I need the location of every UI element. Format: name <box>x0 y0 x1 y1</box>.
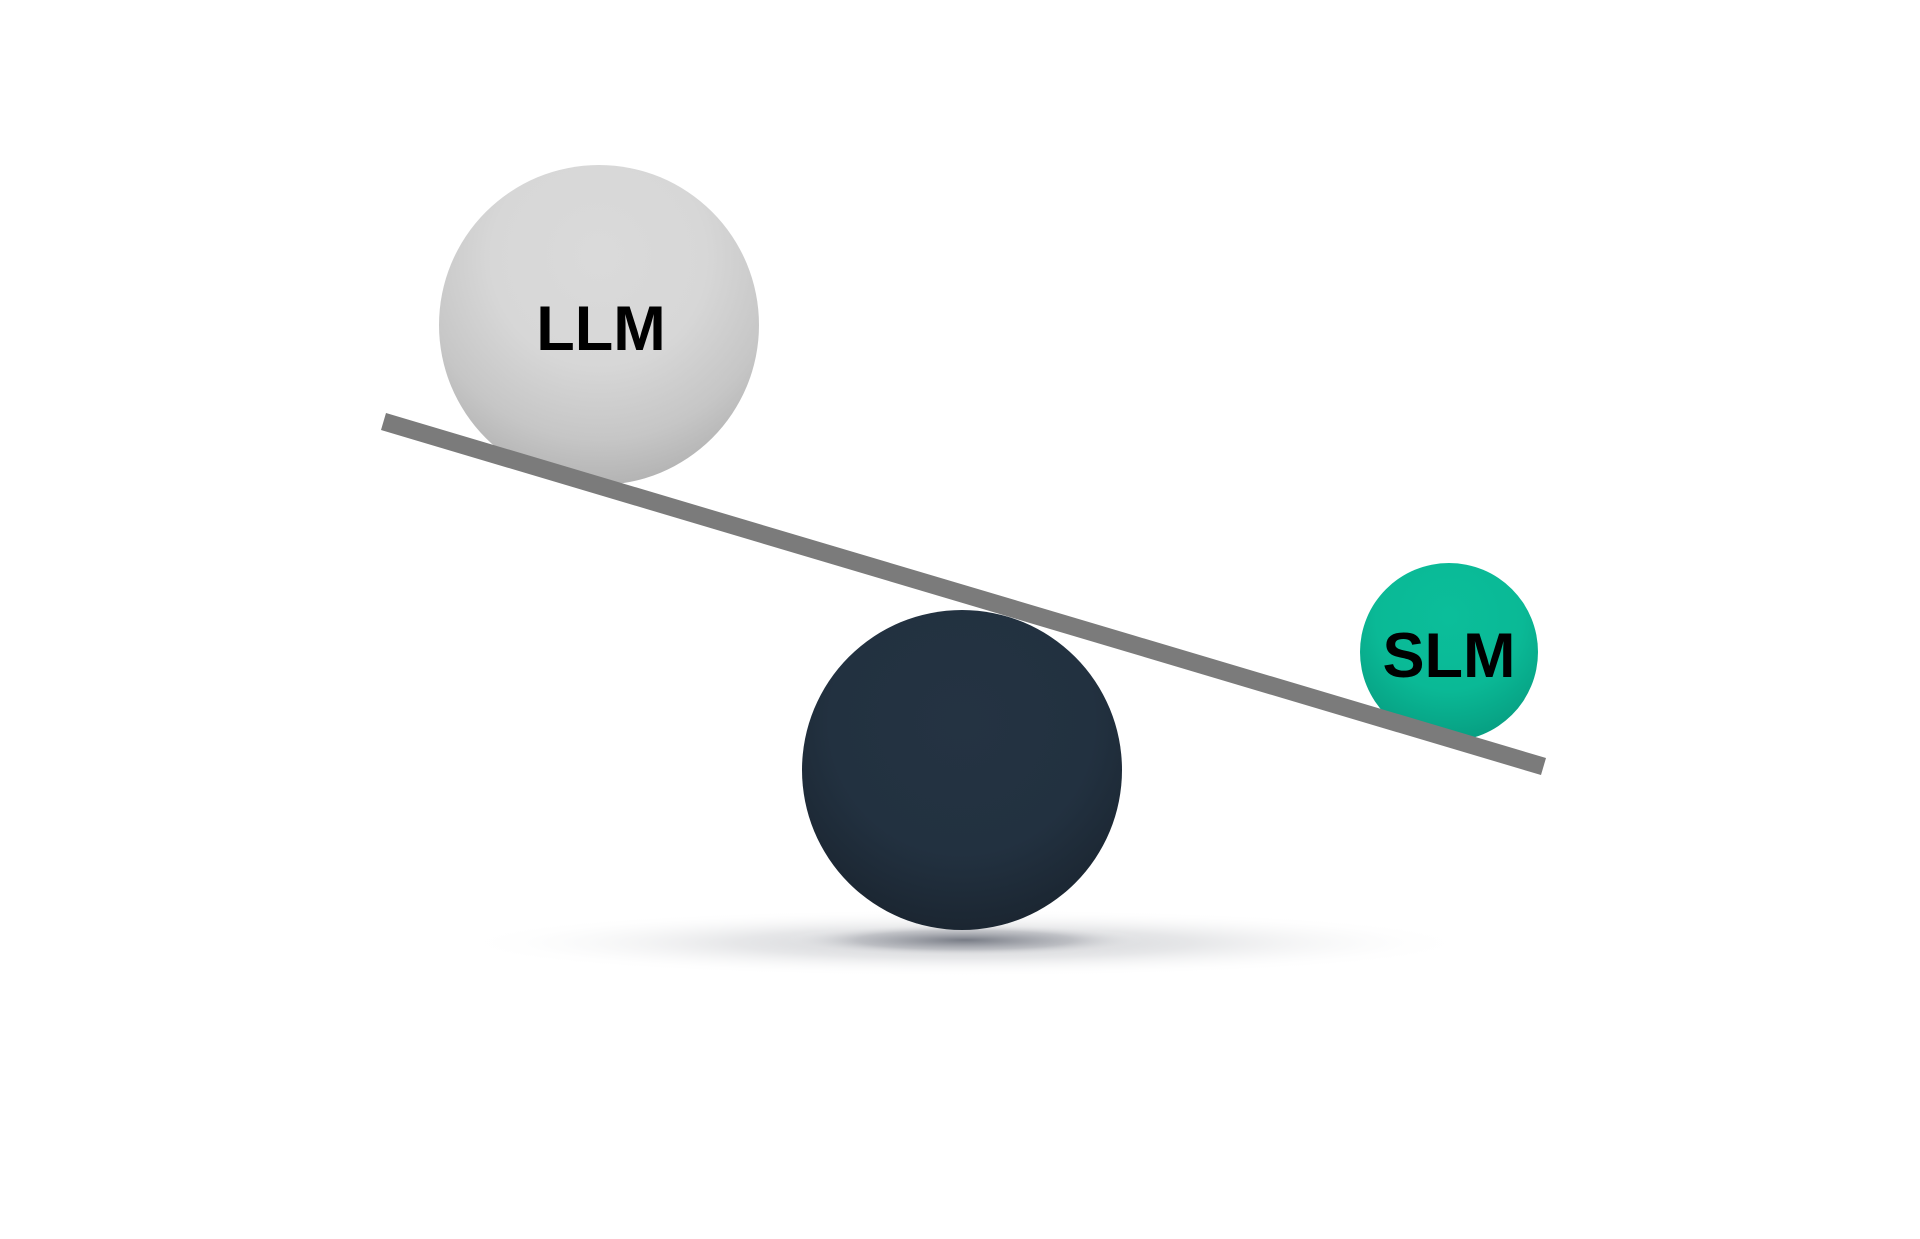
slm-sphere: SLM <box>1360 563 1538 741</box>
slm-label: SLM <box>1383 621 1516 691</box>
fulcrum-sphere <box>802 610 1122 930</box>
contact-shadow <box>785 924 1145 956</box>
seesaw-beam <box>381 413 1546 775</box>
llm-label: LLM <box>536 294 665 364</box>
llm-sphere: LLM <box>439 165 759 485</box>
